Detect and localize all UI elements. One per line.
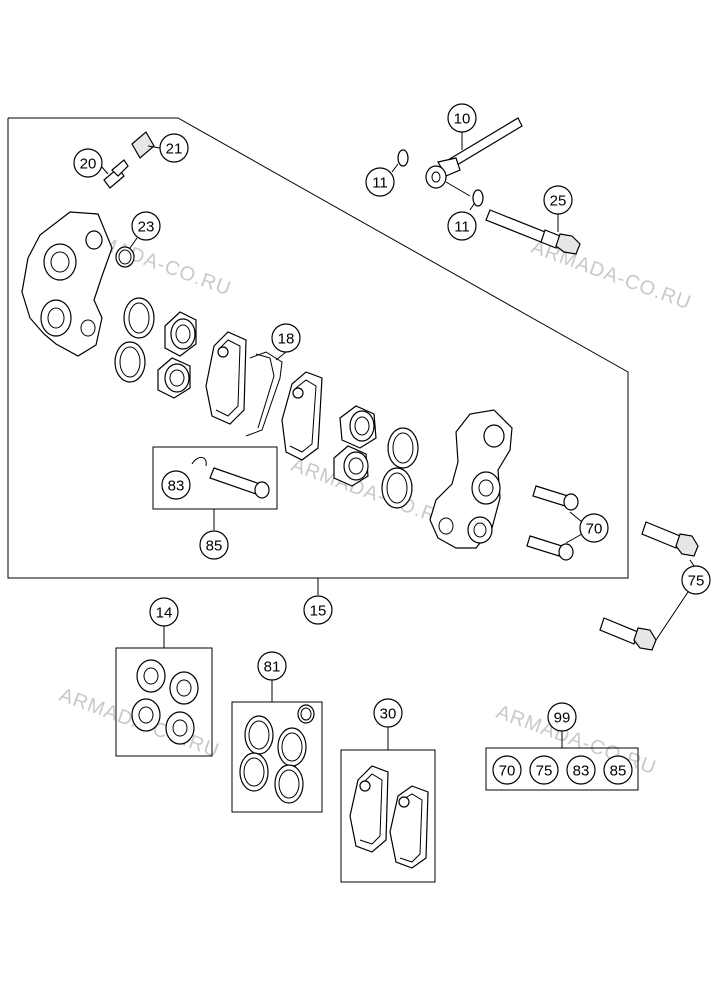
callout-70[interactable]: 70 (579, 513, 609, 543)
seal-kit-frame (231, 701, 323, 813)
kit-item-83[interactable]: 83 (566, 755, 596, 785)
svg-text:70: 70 (499, 763, 516, 780)
callout-15[interactable]: 15 (303, 595, 333, 625)
washer-icon (472, 189, 484, 207)
watermark: ARMADA-CO.RU (288, 454, 454, 532)
bleeder-screw (103, 159, 129, 189)
leader-line (129, 237, 138, 249)
svg-text:15: 15 (310, 603, 327, 620)
callout-85[interactable]: 85 (199, 530, 229, 560)
callout-81[interactable]: 81 (257, 651, 287, 681)
brake-pad-left (205, 331, 247, 425)
piston-seal-set-right (381, 427, 419, 509)
brake-pad-right (281, 371, 323, 461)
kit-item-75[interactable]: 75 (529, 755, 559, 785)
brake-pad-kit (349, 765, 429, 869)
caliper-bolt (532, 485, 579, 511)
leader-line (565, 533, 583, 544)
svg-text:83: 83 (573, 763, 590, 780)
piston-kit (131, 659, 199, 745)
callout-30[interactable]: 30 (373, 698, 403, 728)
leader-line (655, 591, 689, 641)
leader-line (469, 203, 475, 211)
pad-pin (209, 467, 270, 499)
banjo-bolt (485, 209, 581, 255)
callout-21[interactable]: 21 (159, 133, 189, 163)
svg-text:75: 75 (536, 763, 553, 780)
svg-text:10: 10 (454, 111, 471, 128)
seal-kit (239, 704, 315, 804)
watermark: ARMADA-CO.RU (528, 236, 694, 314)
callout-11[interactable]: 11 (447, 211, 477, 241)
svg-text:14: 14 (156, 605, 173, 622)
svg-text:18: 18 (278, 331, 295, 348)
washer-icon (397, 149, 409, 167)
callout-75[interactable]: 75 (681, 565, 711, 595)
pistons-left (157, 311, 197, 399)
svg-text:99: 99 (554, 710, 571, 727)
svg-text:11: 11 (372, 175, 388, 192)
svg-text:20: 20 (80, 156, 97, 173)
callout-23[interactable]: 23 (131, 211, 161, 241)
leader-line (100, 165, 109, 175)
svg-text:30: 30 (380, 706, 397, 723)
caliper-left-half (21, 211, 113, 357)
pin-kit-frame (152, 446, 278, 510)
caliper-bolt (526, 535, 574, 561)
kit-item-70[interactable]: 70 (492, 755, 522, 785)
callout-83[interactable]: 83 (161, 470, 191, 500)
leader-line (689, 559, 695, 567)
brake-pad-kit-frame (340, 749, 436, 883)
kit-item-85[interactable]: 85 (603, 755, 633, 785)
clip-icon (191, 457, 207, 467)
assembly-frame (7, 117, 629, 579)
piston-seal-set-left (114, 297, 155, 383)
leader-line (147, 145, 161, 149)
svg-text:23: 23 (138, 219, 155, 236)
callout-11[interactable]: 11 (365, 167, 395, 197)
svg-text:25: 25 (550, 193, 567, 210)
svg-text:83: 83 (168, 478, 185, 495)
piston-kit-frame (115, 647, 213, 757)
leader-line (275, 351, 287, 361)
bleeder-cap (131, 131, 155, 159)
callout-20[interactable]: 20 (73, 148, 103, 178)
leader-line (569, 511, 583, 523)
callout-10[interactable]: 10 (447, 103, 477, 133)
caliper-right-half (429, 409, 513, 549)
svg-text:70: 70 (586, 521, 603, 538)
callout-25[interactable]: 25 (543, 185, 573, 215)
svg-text:11: 11 (454, 219, 470, 236)
mounting-bolt (641, 521, 699, 557)
callout-18[interactable]: 18 (271, 323, 301, 353)
pad-spring (245, 351, 283, 437)
svg-text:21: 21 (166, 141, 183, 158)
svg-text:85: 85 (206, 538, 223, 555)
svg-text:85: 85 (610, 763, 627, 780)
callout-99[interactable]: 99 (547, 702, 577, 732)
pistons-right (333, 405, 377, 487)
callout-14[interactable]: 14 (149, 597, 179, 627)
hardware-kit-frame (485, 747, 639, 791)
brake-hose (425, 117, 523, 197)
svg-text:75: 75 (688, 573, 705, 590)
svg-text:81: 81 (264, 659, 281, 676)
mounting-bolt (599, 617, 657, 651)
leader-line (391, 163, 399, 173)
